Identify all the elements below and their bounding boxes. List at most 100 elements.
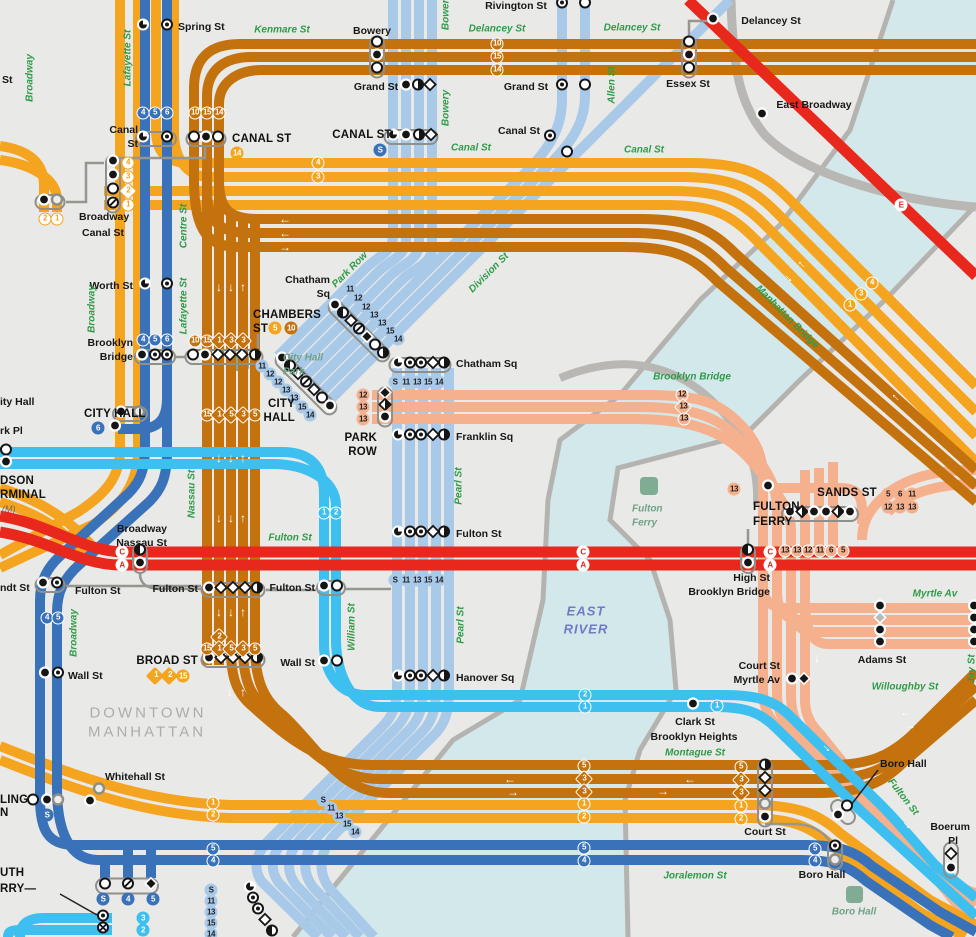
station-dot-dia-white [424,127,438,147]
map-label: CHAMBERS [253,309,322,321]
map-label: St [127,138,139,150]
station-dot-black [758,810,772,829]
map-label: BROAD ST [136,655,198,667]
map-label: RIVER [563,621,609,637]
station-dot-white [370,35,384,54]
route-bullet: S [373,143,387,157]
map-label: Rivington St [485,0,547,12]
label-pointer-lines [59,769,879,916]
station-dot-target [96,909,110,928]
station-dot-half-r [437,525,451,544]
route-bullet: 4 [121,156,135,170]
station-dot-white [211,130,225,149]
station-dot-black [133,556,147,575]
station-dot-black [378,410,392,429]
station-dot-slash [299,375,313,394]
map-label: UTH [0,867,25,879]
station-dot-target [160,348,174,367]
route-bullet: 2 [734,812,748,826]
route-bullet: 4 [311,156,325,170]
station-dot-dia-white [426,427,440,447]
map-label: FULTON [753,501,800,513]
map-label: Kenmare St [254,24,310,36]
map-label: SANDS ST [817,487,877,499]
route-bullet: 3 [854,287,868,301]
map-label: Boro Hall [798,869,846,881]
map-label: Boerum [930,821,970,833]
route-bullet: 5 [577,841,591,855]
route-bullet: S [40,808,54,822]
station-dot-target [160,277,174,296]
station-dot-black [83,794,97,813]
map-label: CANAL ST [332,129,392,141]
station-dot-graydot [50,193,64,212]
map-label: Centre St [178,203,190,249]
direction-arrow-icon: → [507,785,519,799]
direction-arrow-icon: ↓ [227,685,233,699]
station-dot-half-r [412,128,426,147]
map-label: (M) [2,504,16,514]
route-bullet: 15 [200,642,214,656]
station-capsule [34,577,66,593]
route-bullet: 4 [121,892,135,906]
station-dot-black [755,107,769,126]
station-dot-target [414,669,428,688]
station-dot-dia-black [378,385,392,405]
station-dot-white [578,0,592,15]
route-bullet: 13 [410,375,424,389]
direction-arrow-icon: ↓ [228,451,234,465]
route-bullet: 14 [204,927,218,937]
route-bullet: 5 [248,642,262,656]
route-bullet: S [204,883,218,897]
direction-arrow-icon: ↓ [228,280,234,294]
route-bullet: 14 [391,332,405,346]
station-capsule [112,406,148,422]
station-dot-target [414,356,428,375]
map-label: Nassau St [116,537,167,549]
direction-arrow-icon: ↓ [814,651,820,665]
station-dot-dia-half [831,504,845,524]
station-dot-black [399,128,413,147]
route-bullet: 1 [734,799,748,813]
station-dot-target [414,428,428,447]
station-dot-target [50,576,64,595]
station-dot-half-r [248,348,262,367]
map-label: Canal St [623,144,665,156]
station-dot-dia-white [426,668,440,688]
station-capsule [135,131,177,147]
map-label: CANAL ST [232,133,292,145]
map-label: Canal St [497,125,541,137]
map-label: Worth St [89,280,133,292]
route-bullet: 14 [490,63,504,77]
map-label: DSON [0,475,35,487]
route-bullet: 14 [432,375,446,389]
map-label: Pearl St [453,467,465,505]
station-dot-dia-white [235,347,249,367]
direction-arrow-icon: ↓ [228,605,234,619]
map-label: Court St [744,826,786,838]
station-dot-target [251,902,265,921]
direction-arrow-icon: ↓ [216,605,222,619]
map-label: Adams St [857,654,907,666]
map-label: Chatham Sq [456,358,518,370]
station-dot-black [831,808,845,827]
map-label: Grand St [353,81,399,93]
route-cyan-group [0,447,976,937]
route-bullet: 11 [204,894,218,908]
map-label: Delancey St [468,23,526,35]
route-bullet: 4 [865,276,879,290]
route-bullet: 14 [230,146,244,160]
map-label: High St [733,572,770,584]
station-dot-black [370,48,384,67]
station-dot-black [967,611,976,630]
map-label: Park [283,366,305,378]
map-label: Jay St [966,654,976,684]
route-bullet: 13 [905,500,919,514]
map-label: PARK [344,432,377,444]
map-label: Fulton St [456,528,502,540]
map-label: Fulton St [268,532,312,544]
route-bullet: 1 [50,212,64,226]
station-dot-black [135,348,149,367]
station-dot-graydot [132,405,146,424]
